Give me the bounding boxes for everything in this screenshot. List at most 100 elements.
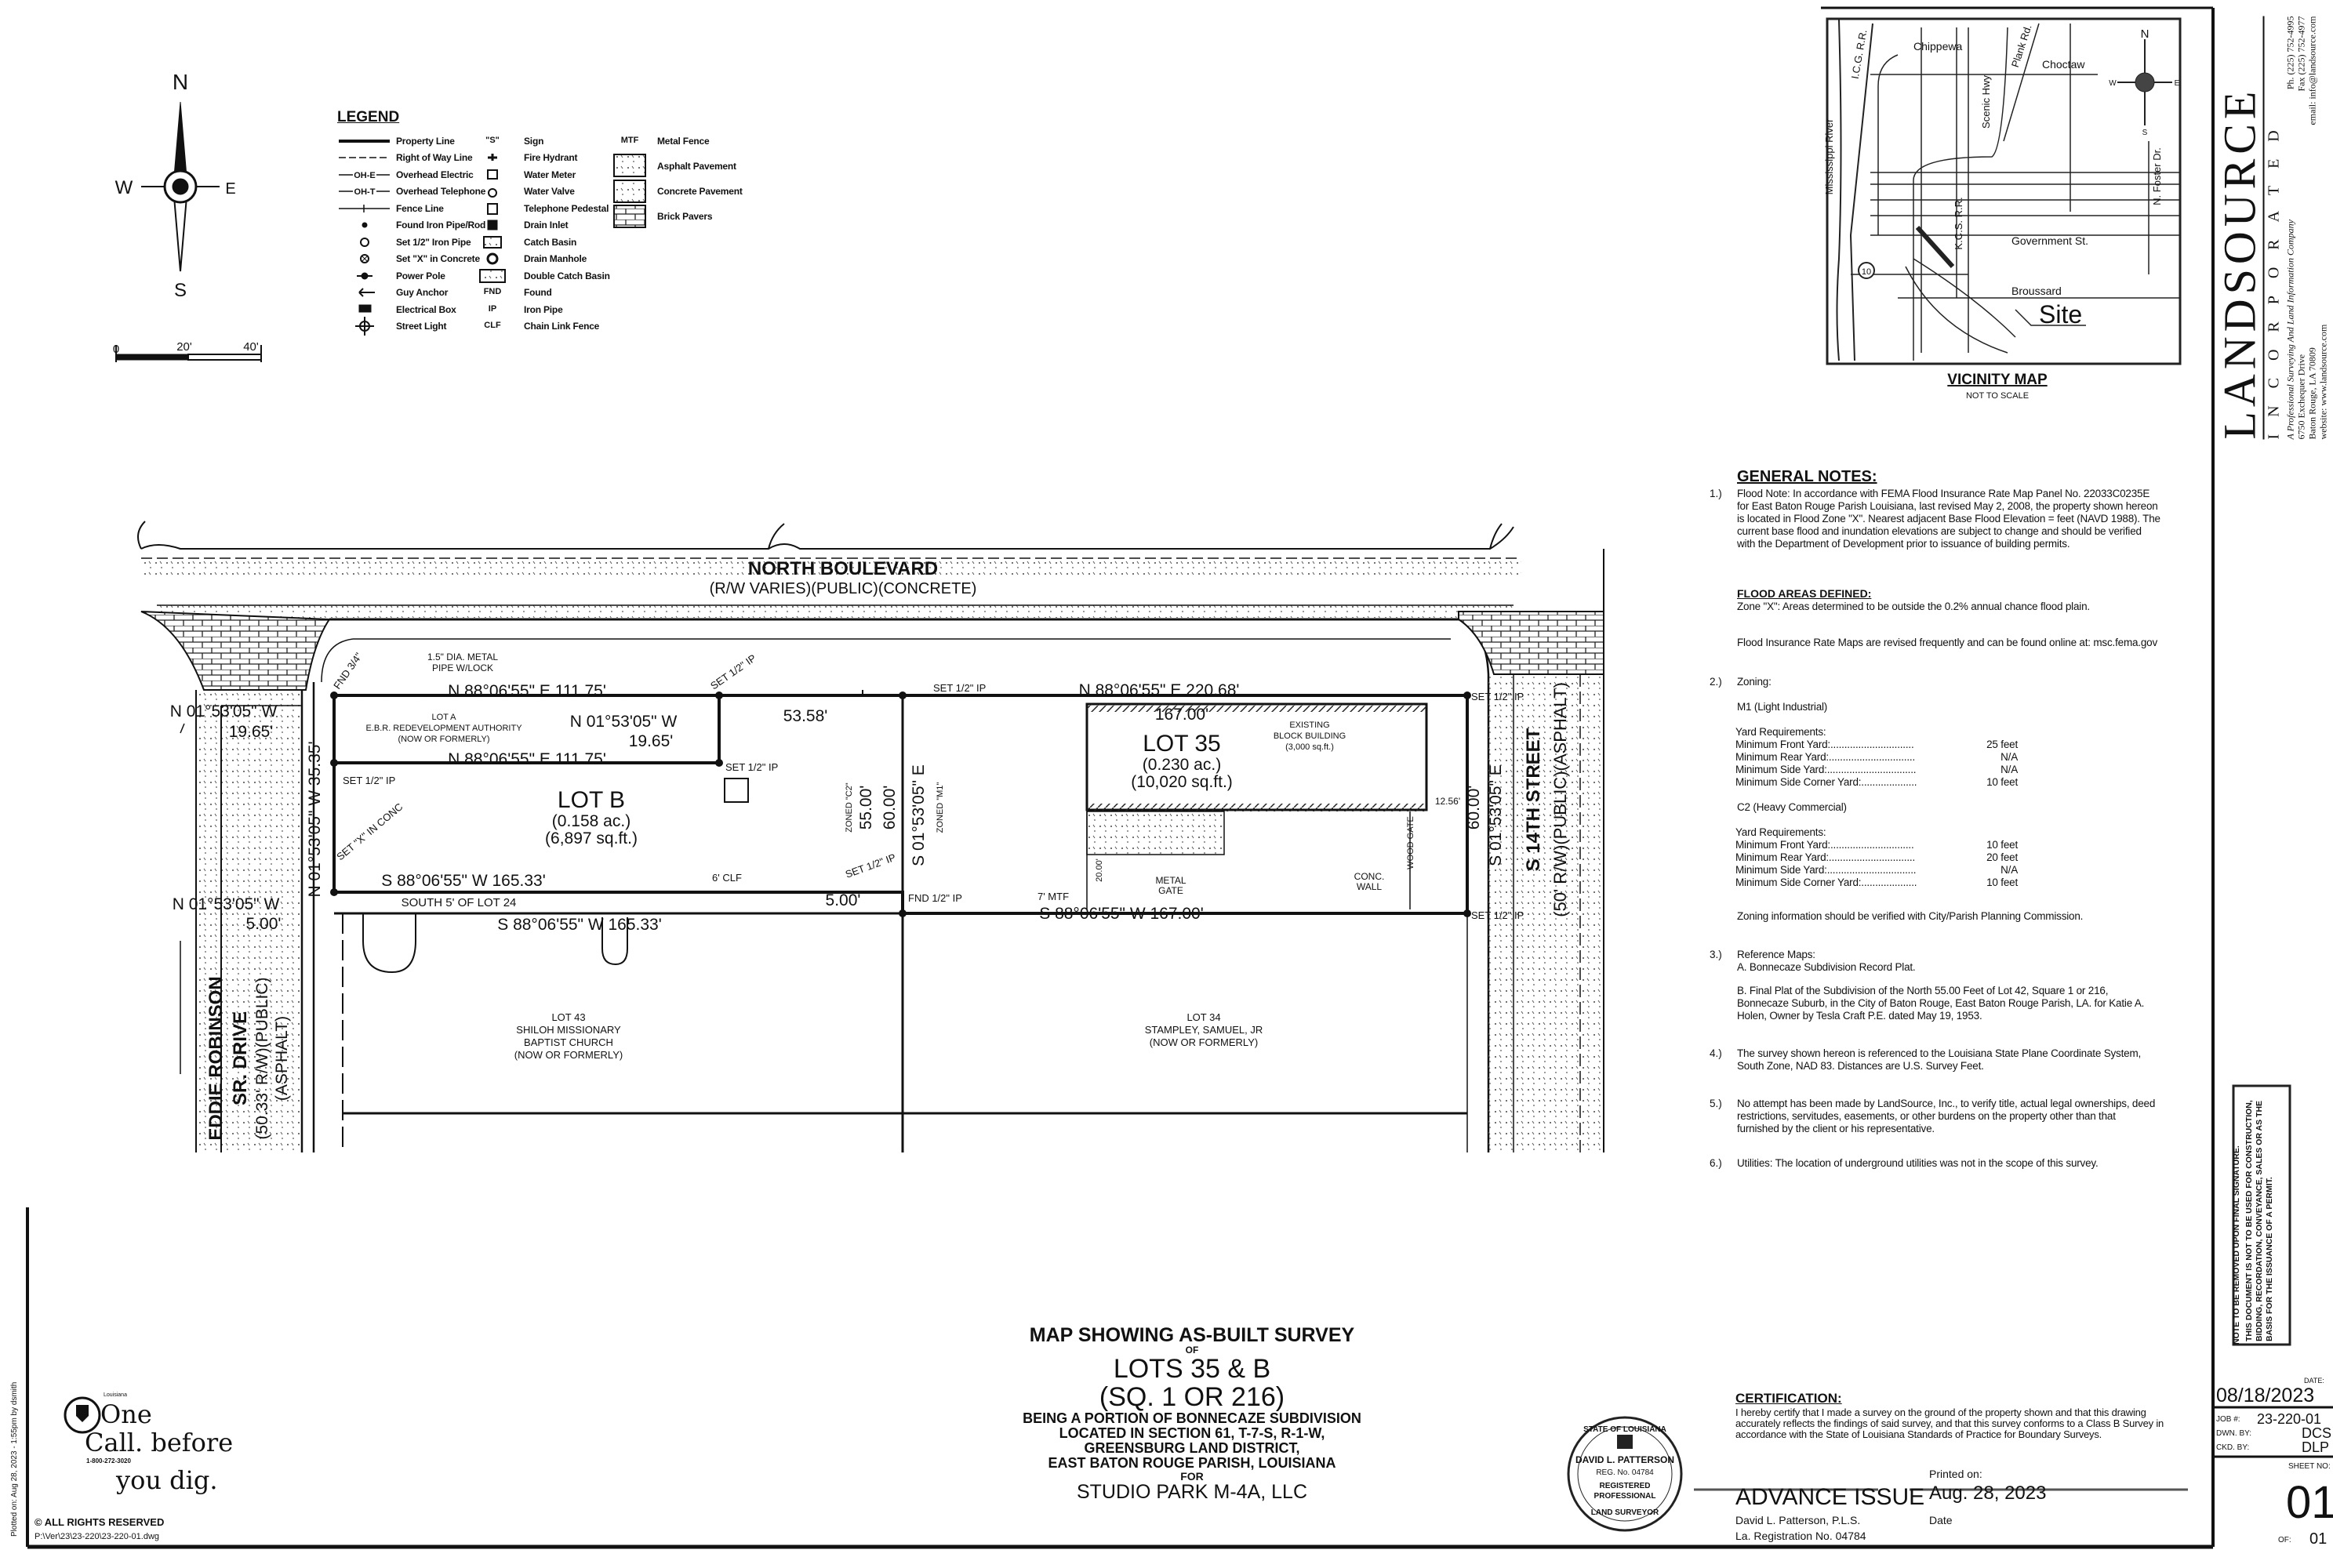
company-fax: Fax (225) 752-4977 (2295, 16, 2307, 92)
vicinity-government: Government St. (2011, 234, 2088, 247)
metal-gate-label-2: GATE (1158, 885, 1183, 896)
vicinity-scenic: Scenic Hwy (1980, 75, 1992, 129)
title-square: (SQ. 1 OR 216) (1099, 1381, 1285, 1412)
legend-item: Double Catch Basin (524, 270, 610, 281)
c2-corner-label: Minimum Side Corner Yard:...............… (1735, 877, 1917, 888)
north-label: N (173, 70, 188, 94)
call-west-bottom-bearing: N 01°53'05" W (173, 895, 280, 913)
plot-stamp: Plotted on: Aug 28, 2023 - 1:55pm by dsm… (10, 1381, 19, 1537)
zoned-m1-label: ZONED "M1" (936, 782, 945, 833)
fence-lines (1086, 811, 1411, 909)
interstate-shield-icon (1858, 262, 1875, 279)
lot-a-label: LOT A (432, 713, 457, 722)
title-line: GREENSBURG LAND DISTRICT, (1084, 1440, 1300, 1456)
s-14th-street-road (1488, 549, 1604, 1152)
set-ip-label-1: SET 1/2" IP (933, 682, 986, 694)
brick-pavers-east-corner (1458, 611, 1604, 675)
metal-pipe-label-2: PIPE W/LOCK (432, 662, 493, 673)
checked-by: DLP (2302, 1439, 2330, 1455)
vicinity-map (1826, 17, 2182, 365)
company-block: LANDSOURCE INCORPORATED A Professional S… (2215, 16, 2331, 440)
m1-title: M1 (Light Industrial) (1737, 701, 1828, 713)
sheet-date-label: DATE: (2304, 1377, 2324, 1385)
company-address-2: Baton Rouge, LA 70809 (2306, 347, 2318, 440)
building-hatch-bottom (1087, 804, 1426, 811)
call-lot-a-north: N 88°06'55" E 111.75' (448, 682, 606, 700)
north-boulevard-sublabel: (R/W VARIES)(PUBLIC)(CONCRETE) (710, 580, 977, 597)
s-14th-street-sublabel: (50' R/W)(PUBLIC)(ASPHALT) (1550, 682, 1570, 917)
legend-item: Sign (524, 136, 544, 147)
call-west-top-bearing: N 01°53'05" W (170, 702, 278, 720)
vicinity-choctaw: Choctaw (2042, 58, 2085, 71)
flood-areas-title: FLOOD AREAS DEFINED: (1737, 587, 1872, 600)
lot-43-owner-2: BAPTIST CHURCH (524, 1036, 613, 1048)
company-email[interactable]: email: info@landsource.com (2306, 16, 2318, 125)
legend-item: Drain Inlet (524, 220, 569, 230)
concrete-slab (1086, 811, 1225, 855)
legend-symbol-sign: "S" (485, 136, 500, 145)
west-label: W (115, 177, 133, 198)
metal-pipe-label-1: 1.5" DIA. METAL (427, 652, 498, 662)
legend-item: Chain Link Fence (524, 321, 600, 332)
legend-title: LEGEND (337, 109, 400, 125)
note-2-zoning: Zoning: (1737, 676, 1772, 688)
legend-item: Found Iron Pipe/Rod (396, 220, 486, 230)
legend-item: Street Light (396, 321, 447, 332)
surveyor-registration: La. Registration No. 04784 (1735, 1530, 1866, 1542)
drawing-title: MAP SHOWING AS-BUILT SURVEY OF LOTS 35 &… (918, 1325, 1466, 1503)
electrical-box (724, 778, 749, 803)
vicinity-icg: I.C.G. R.R. (1849, 29, 1870, 80)
checked-by-label: CKD. BY: (2216, 1443, 2250, 1452)
eddie-robinson-label-3: (50.33' R/W)(PUBLIC) (253, 977, 271, 1139)
seal-professional: PROFESSIONAL (1594, 1492, 1656, 1501)
file-path: P:\Ver\23\23-220\23-220-01.dwg (35, 1532, 160, 1541)
set-ip-label-7: SET 1/2" IP (844, 851, 897, 880)
company-tagline: A Professional Surveying And Land Inform… (2284, 220, 2296, 440)
vicinity-compass-s: S (2142, 129, 2148, 137)
legend-item: Catch Basin (524, 237, 577, 248)
sheet-of: 01 (2309, 1530, 2328, 1548)
note-number: 4.) (1710, 1047, 1722, 1059)
c2-yard-title: Yard Requirements: (1735, 826, 1826, 838)
lot-43-status: (NOW OR FORMERLY) (514, 1049, 623, 1061)
vicinity-map-title: VICINITY MAP (1947, 372, 2048, 388)
call-segment-53: 53.58' (783, 707, 828, 725)
set-ip-label-4: SET 1/2" IP (343, 775, 395, 786)
fnd-3-4-label: FND 3/4" (331, 650, 365, 691)
vicinity-river: Mississippi River (1823, 118, 1835, 194)
title-line: FOR (1180, 1469, 1204, 1483)
note-5: No attempt has been made by LandSource, … (1737, 1098, 2156, 1134)
c2-front-value: 10 feet (1986, 839, 2018, 851)
job-label: JOB #: (2216, 1415, 2240, 1424)
vicinity-compass-w: W (2109, 79, 2117, 88)
company-website[interactable]: website: www.landsource.com (2317, 324, 2329, 440)
title-line: OF (1185, 1345, 1199, 1356)
legend-item: Property Line (396, 136, 455, 147)
call-lot-b-south: S 88°06'55" W 165.33' (381, 872, 546, 890)
call-mid-bearing: S 01°53'05" E (910, 764, 928, 866)
title-lots: LOTS 35 & B (1113, 1353, 1271, 1384)
call-lot-a-south: N 88°06'55" E 111.75' (448, 750, 606, 768)
one-call-logo (64, 1396, 101, 1434)
legend-item: Set "X" in Concrete (396, 253, 480, 264)
disclaimer-line-2: THIS DOCUMENT IS NOT TO BE USED FOR CONS… (2244, 1100, 2274, 1341)
lot-b-sqft: (6,897 sq.ft.) (545, 829, 638, 848)
set-ip-label-3: SET 1/2" IP (1471, 909, 1524, 921)
c2-front-label: Minimum Front Yard:.....................… (1735, 839, 1914, 851)
set-x-label: SET "X" IN CONC (334, 800, 405, 862)
title-line: MAP SHOWING AS-BUILT SURVEY (1029, 1324, 1355, 1346)
disclaimer-box (2232, 1084, 2291, 1346)
legend-symbol-oht: OH-T (354, 187, 376, 197)
lot-34-label: LOT 34 (1186, 1011, 1220, 1023)
surveyor-seal: STATE OF LOUISIANA DAVID L. PATTERSON RE… (1567, 1416, 1683, 1532)
call-east-60: 60.00' (1465, 786, 1483, 830)
note-number: 2.) (1710, 676, 1722, 688)
advance-issue-label: ADVANCE ISSUE (1735, 1484, 1925, 1510)
surveyor-name: David L. Patterson, P.L.S. (1735, 1514, 1861, 1526)
chain-link-fence-label: 6' CLF (712, 872, 742, 884)
legend-item: Telephone Pedestal (524, 203, 609, 214)
legend-item: Water Valve (524, 186, 575, 197)
note-3a: A. Bonnecaze Subdivision Record Plat. (1737, 961, 1916, 973)
drawn-by-label: DWN. BY: (2216, 1429, 2252, 1438)
